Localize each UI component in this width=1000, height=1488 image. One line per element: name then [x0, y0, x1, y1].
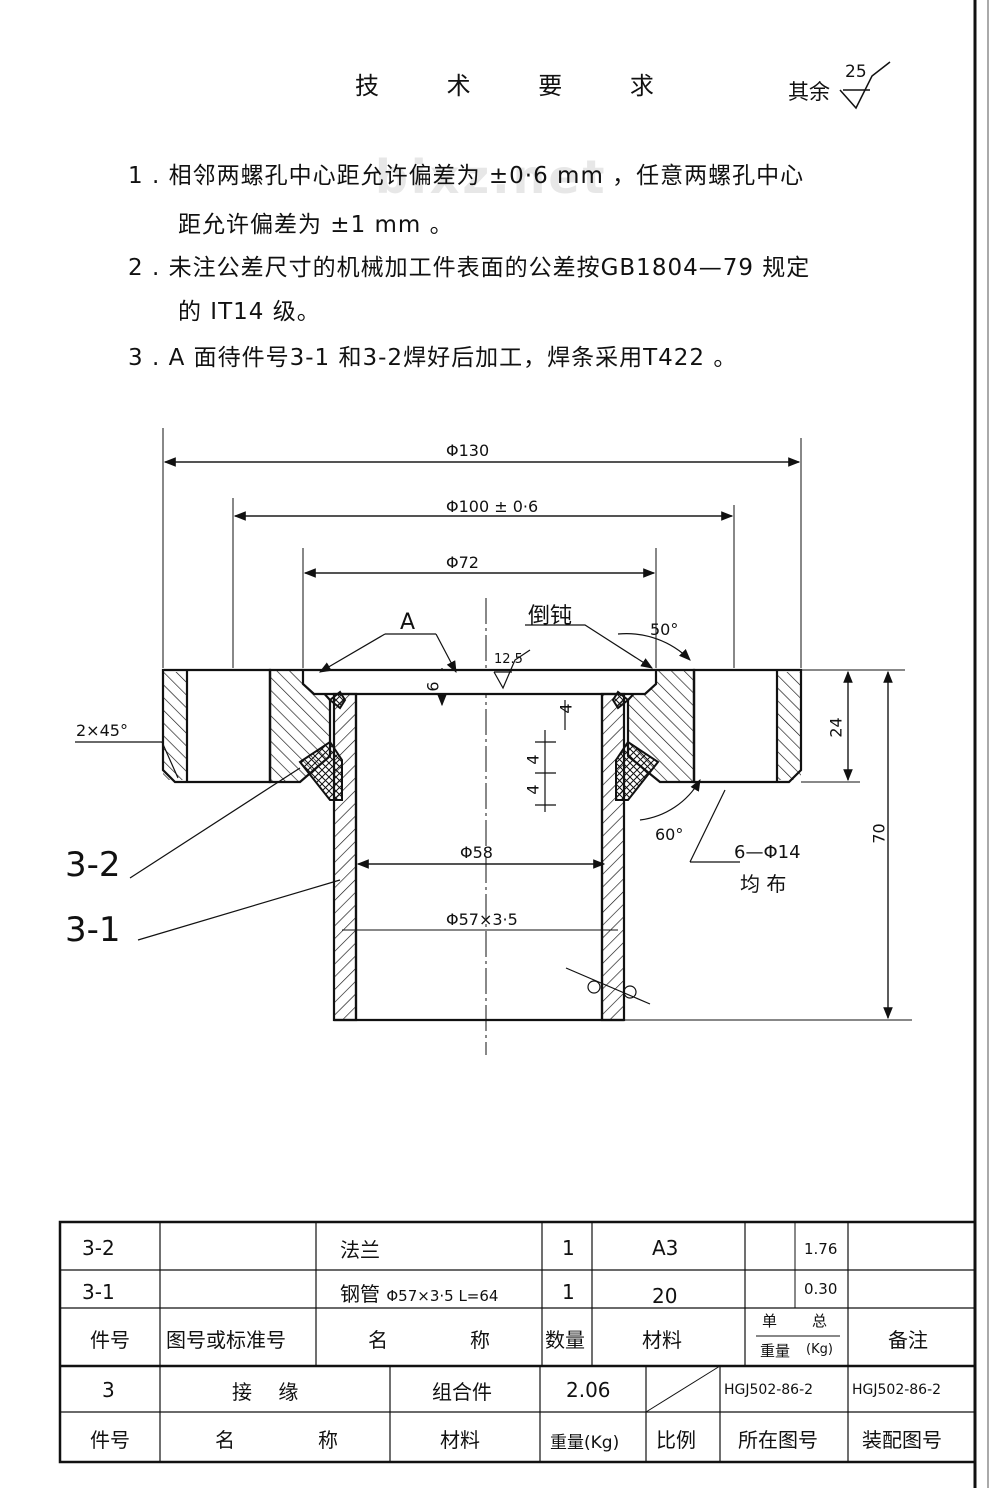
dim-h4: 4: [556, 703, 576, 714]
pipe-part-3-1: [332, 692, 626, 1022]
requirement-1-cont: 距允许偏差为 ±1 mm 。: [178, 212, 454, 238]
table-header-material: 材料: [642, 1328, 682, 1352]
dim-holes: 6—Φ14: [734, 842, 801, 863]
dimension-lines: [163, 457, 893, 1020]
dim-holes-note: 均 布: [740, 872, 787, 896]
dim-d100: Φ100 ± 0·6: [446, 497, 539, 516]
dim-h4a: 4: [523, 754, 543, 765]
table-header-std: 图号或标准号: [166, 1328, 286, 1352]
dim-chamfer: 2×45°: [76, 721, 128, 740]
table-cell-qty: 1: [562, 1280, 575, 1304]
table-header-note: 备注: [888, 1328, 928, 1352]
table-cell-name: 钢管 Φ57×3·5 L=64: [340, 1282, 499, 1306]
table-header-qty: 数量: [545, 1328, 585, 1352]
roughness-value: 25: [845, 62, 867, 82]
table-cell-material: A3: [652, 1236, 679, 1260]
requirement-1: 1 . 相邻两螺孔中心距允许偏差为 ±0·6 mm ，任意两螺孔中心: [128, 163, 805, 189]
flange-part-3-2: [161, 668, 803, 784]
dim-d58: Φ58: [460, 843, 493, 862]
parts-table-grid: [58, 1220, 977, 1464]
dim-h4b: 4: [523, 784, 543, 795]
requirement-2: 2 . 未注公差尺寸的机械加工件表面的公差按GB1804—79 规定: [128, 255, 811, 281]
title-header-assembly: 装配图号: [862, 1428, 942, 1452]
dim-h6: 6: [423, 681, 443, 692]
table-cell-no: 3-2: [82, 1236, 115, 1260]
roughness-label: 其余: [788, 80, 830, 104]
label-dun: 倒钝: [528, 604, 573, 629]
dim-rough-face: 12.5: [494, 652, 523, 667]
title-block-material: 组合件: [432, 1380, 492, 1404]
dim-angle50: 50°: [650, 620, 679, 639]
sheet-border: [973, 0, 989, 1488]
dim-angle60: 60°: [655, 825, 684, 844]
roughness-mark-face: [493, 649, 531, 690]
title-block-weight: 2.06: [566, 1378, 611, 1402]
requirement-2-cont: 的 IT14 级。: [178, 299, 321, 325]
leader-lines: [75, 624, 740, 1005]
title-block-no: 3: [102, 1378, 115, 1402]
title-header-name-a: 名: [215, 1428, 235, 1452]
table-header-w-unit: (Kg): [806, 1342, 833, 1357]
title-block-name: 接 缘: [232, 1380, 309, 1404]
table-header-no: 件号: [90, 1328, 130, 1352]
dim-d130: Φ130: [446, 441, 490, 460]
roughness-symbol: [839, 61, 891, 110]
table-header-w-label: 重量: [760, 1342, 791, 1360]
extension-lines: [162, 428, 912, 1021]
title-block-drawing: HGJ502-86-2: [724, 1382, 814, 1398]
table-cell-qty: 1: [562, 1236, 575, 1260]
requirement-3: 3 . A 面待件号3-1 和3-2焊好后加工，焊条采用T422 。: [128, 345, 738, 371]
table-header-w-single: 单: [762, 1312, 778, 1330]
title-header-scale: 比例: [656, 1428, 696, 1452]
part-label-3-2: 3-2: [65, 845, 121, 885]
dim-h70: 70: [869, 823, 889, 844]
title-header-material: 材料: [440, 1428, 480, 1452]
page-title: 技 术 要 求: [355, 72, 684, 100]
table-header-w-total: 总: [812, 1312, 828, 1330]
watermark: bixz.net: [375, 150, 608, 204]
table-cell-no: 3-1: [82, 1280, 115, 1304]
table-cell-name: 法兰: [340, 1238, 380, 1262]
dim-h24: 24: [826, 717, 846, 738]
dim-d72: Φ72: [446, 553, 479, 572]
label-face-a: A: [400, 610, 416, 635]
title-header-weight: 重量(Kg): [550, 1433, 620, 1453]
title-header-no: 件号: [90, 1428, 130, 1452]
table-cell-weight: 0.30: [804, 1280, 838, 1298]
title-header-name-b: 称: [318, 1428, 338, 1452]
table-cell-material: 20: [652, 1284, 678, 1308]
title-block-assembly: HGJ502-86-2: [852, 1382, 942, 1398]
dim-pipe: Φ57×3·5: [446, 910, 518, 929]
table-header-name-a: 名: [368, 1328, 388, 1352]
title-header-drawing: 所在图号: [738, 1428, 818, 1452]
table-cell-weight: 1.76: [804, 1240, 838, 1258]
table-header-name-b: 称: [470, 1328, 490, 1352]
part-label-3-1: 3-1: [65, 910, 121, 950]
